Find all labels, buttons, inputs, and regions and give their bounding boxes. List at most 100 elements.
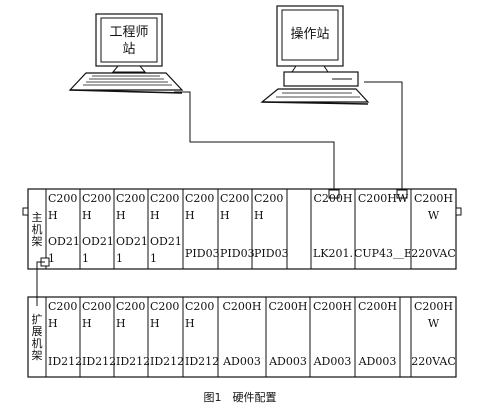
module-bottom-label: PID03 — [220, 247, 255, 260]
module-bottom-label: LK201. — [313, 247, 353, 260]
module-slot: C200H AD003 — [354, 296, 401, 378]
module-bottom-label: 1 — [116, 252, 123, 265]
module-bottom-label: ID212 — [82, 355, 116, 368]
module-top-label: C200 — [220, 192, 249, 205]
module-top-label: C200H — [358, 300, 397, 313]
main-rack-right-connector-icon — [455, 207, 462, 216]
side-label-char: 架 — [32, 349, 43, 362]
module-slot: C200H PID03 — [251, 188, 289, 270]
module-slot: C200H PID03 — [182, 188, 220, 270]
operator-cpu-unit — [283, 71, 359, 87]
module-slot-border — [399, 296, 412, 378]
module-top-label: C200 — [116, 300, 145, 313]
module-slot: C200H LK201. — [310, 188, 356, 270]
module-bottom-label: 220VAC — [411, 355, 456, 368]
module-top-label: C200 — [254, 192, 283, 205]
engineer-station: 工程师 站 — [68, 13, 184, 94]
module-slot: C200H W 220VAC — [410, 188, 457, 270]
operator-keyboard — [260, 88, 370, 103]
module-top-label: W — [428, 209, 440, 222]
module-slot — [399, 296, 412, 378]
module-top-label: C200HW — [358, 192, 409, 205]
cpu-port-icon — [396, 189, 408, 199]
side-label-char: 扩 — [32, 312, 43, 326]
module-top-label: C200 — [116, 192, 145, 205]
module-top-label: C200H — [313, 192, 352, 205]
side-label-char: 机 — [32, 336, 43, 350]
module-top-label: H — [116, 317, 126, 330]
module-bottom-label: 1 — [48, 252, 55, 265]
engineer-station-label-line1: 工程师 — [109, 25, 148, 40]
network-cables — [174, 81, 408, 199]
expansion-rack-modules: C200HID212C200HID212C200HID212C200HID212… — [45, 296, 457, 378]
side-label-char: 主 — [32, 211, 43, 224]
module-top-label: C200 — [48, 300, 77, 313]
module-bottom-label: 1 — [82, 252, 89, 265]
operator-keyboard-front — [261, 101, 369, 105]
module-top-label: H — [82, 209, 92, 222]
module-bottom-label: PID03 — [254, 247, 289, 260]
module-top-label: H — [150, 317, 160, 330]
module-bottom-label: OD21 — [82, 235, 114, 248]
module-top-label: C200 — [150, 300, 179, 313]
engineer-monitor-screen — [100, 17, 158, 63]
module-top-label: C200 — [150, 192, 179, 205]
module-slot: C200H OD21 1 — [79, 188, 115, 270]
figure-caption: 图1 硬件配置 — [204, 391, 277, 404]
module-slot: C200H PID03 — [217, 188, 255, 270]
main-rack-modules: C200HOD211C200HOD211C200HOD211C200HOD211… — [45, 188, 457, 270]
module-top-label: H — [185, 209, 195, 222]
lk201-port-icon — [328, 189, 340, 199]
module-bottom-label: 1 — [150, 252, 157, 265]
engineer-keyboard — [68, 72, 184, 91]
module-bottom-label: AD003 — [358, 355, 397, 368]
module-slot: C200H AD003 — [309, 296, 356, 378]
operator-keyboard-keys — [276, 92, 360, 98]
operator-station: 操作站 — [260, 5, 370, 105]
rack-link-line — [36, 261, 45, 306]
module-top-label: H — [116, 209, 126, 222]
module-top-label: C200 — [185, 192, 214, 205]
module-bottom-label: OD21 — [150, 235, 182, 248]
main-rack-left-connector-icon — [22, 207, 29, 216]
module-top-label: C200 — [48, 192, 77, 205]
module-top-label: C200H — [414, 300, 453, 313]
module-top-label: C200 — [82, 192, 111, 205]
module-top-label: C200 — [82, 300, 111, 313]
module-bottom-label: AD003 — [313, 355, 352, 368]
side-label-char: 架 — [32, 235, 43, 248]
module-top-label: H — [220, 209, 230, 222]
module-top-label: H — [82, 317, 92, 330]
module-bottom-label: 220VAC — [411, 247, 456, 260]
module-top-label: C200H — [414, 192, 453, 205]
module-bottom-label: PID03 — [185, 247, 220, 260]
operator-cable — [364, 81, 403, 190]
rack-link-cable — [36, 257, 50, 306]
module-top-label: H — [185, 317, 195, 330]
module-bottom-label: AD003 — [268, 355, 307, 368]
engineer-keyboard-front — [69, 89, 183, 94]
engineer-cable — [174, 91, 335, 190]
module-slot-border — [410, 188, 457, 270]
module-top-label: H — [254, 209, 264, 222]
operator-monitor-stand — [291, 65, 329, 73]
module-top-label: W — [428, 317, 440, 330]
module-bottom-label: AD003 — [222, 355, 261, 368]
main-rack-side-label: 主机架 — [32, 211, 43, 248]
module-slot: C200HW CUP43＿E — [354, 188, 412, 270]
engineer-keyboard-keys — [83, 75, 172, 86]
operator-monitor-screen — [281, 9, 339, 61]
module-bottom-label: CUP43＿E — [354, 247, 412, 260]
module-bottom-label: OD21 — [48, 235, 80, 248]
side-label-char: 机 — [32, 222, 43, 236]
module-top-label: C200H — [313, 300, 352, 313]
